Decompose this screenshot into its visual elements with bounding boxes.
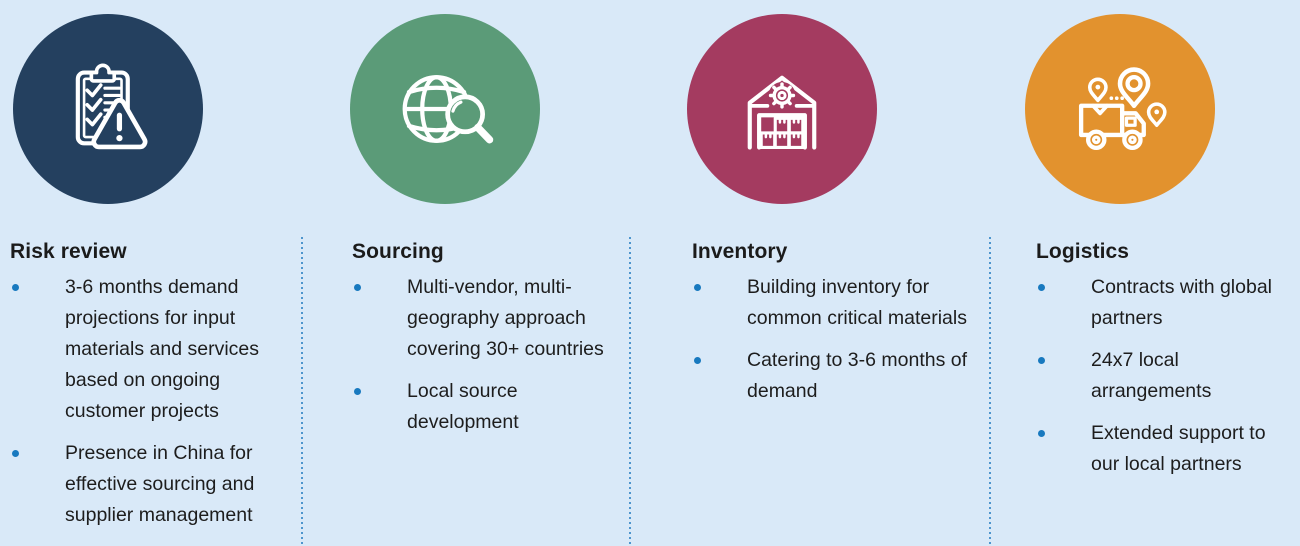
bullet-text: Contracts with global partners <box>1091 276 1273 329</box>
bullet-list: 3-6 months demand projections for input … <box>10 272 298 531</box>
risk-review-badge <box>13 14 203 204</box>
bullet-dot-icon <box>354 284 361 291</box>
bullet-text: 3-6 months demand projections for input … <box>65 276 259 422</box>
column-title: Sourcing <box>352 240 444 263</box>
column-title: Logistics <box>1036 240 1130 263</box>
bullet-text: Multi-vendor, multi-geography approach c… <box>407 276 604 360</box>
bullet-item: Building inventory for common critical m… <box>692 272 986 334</box>
sourcing-badge <box>350 14 540 204</box>
risk-review-text: Risk review 3-6 months demand projection… <box>10 239 298 531</box>
bullet-text: Presence in China for effective sourcing… <box>65 442 255 526</box>
bullet-dot-icon <box>1038 430 1045 437</box>
bullet-item: Extended support to our local partners <box>1036 418 1296 480</box>
warehouse-gear-icon <box>747 75 817 150</box>
column-divider <box>989 237 991 546</box>
bullet-text: Local source development <box>407 380 519 433</box>
bullet-item: Contracts with global partners <box>1036 272 1296 334</box>
bullet-dot-icon <box>694 284 701 291</box>
bullet-list: Multi-vendor, multi-geography approach c… <box>352 272 620 438</box>
bullet-dot-icon <box>12 450 19 457</box>
bullet-dot-icon <box>354 388 361 395</box>
clipboard-warning-icon <box>75 63 148 150</box>
bullet-item: 24x7 local arrangements <box>1036 345 1296 407</box>
bullet-text: Extended support to our local partners <box>1091 422 1266 475</box>
bullet-dot-icon <box>1038 284 1045 291</box>
bullet-item: Presence in China for effective sourcing… <box>10 438 298 531</box>
bullet-text: Catering to 3-6 months of demand <box>747 349 968 402</box>
bullet-dot-icon <box>1038 357 1045 364</box>
bullet-dot-icon <box>694 357 701 364</box>
bullet-list: Contracts with global partners 24x7 loca… <box>1036 272 1296 480</box>
inventory-text: Inventory Building inventory for common … <box>692 239 986 407</box>
column-title: Risk review <box>10 240 127 263</box>
column-title: Inventory <box>692 240 788 263</box>
bullet-text: Building inventory for common critical m… <box>747 276 967 329</box>
sourcing-text: Sourcing Multi-vendor, multi-geography a… <box>352 239 620 438</box>
column-divider <box>301 237 303 546</box>
inventory-badge <box>687 14 877 204</box>
bullet-item: Catering to 3-6 months of demand <box>692 345 986 407</box>
logistics-badge <box>1025 14 1215 204</box>
bullet-item: Local source development <box>352 376 620 438</box>
truck-location-icon <box>1078 67 1167 151</box>
bullet-item: Multi-vendor, multi-geography approach c… <box>352 272 620 365</box>
bullet-item: 3-6 months demand projections for input … <box>10 272 298 427</box>
bullet-dot-icon <box>12 284 19 291</box>
bullet-list: Building inventory for common critical m… <box>692 272 986 407</box>
column-divider <box>629 237 631 546</box>
bullet-text: 24x7 local arrangements <box>1091 349 1212 402</box>
globe-search-icon <box>402 75 494 144</box>
logistics-text: Logistics Contracts with global partners… <box>1036 239 1296 480</box>
